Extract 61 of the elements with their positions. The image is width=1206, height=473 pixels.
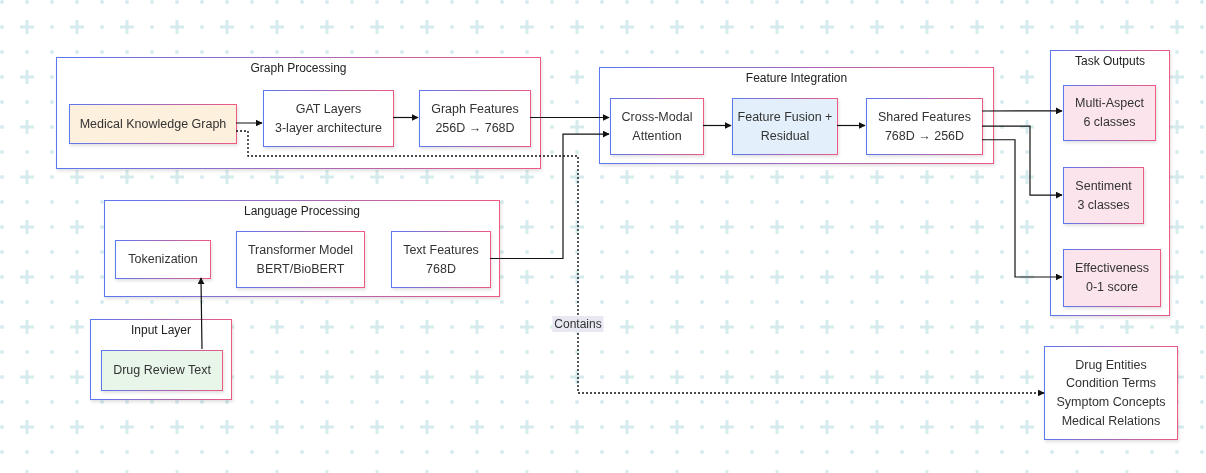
- node-text: Shared Features: [877, 108, 972, 126]
- process-box: [1063, 85, 1156, 141]
- node-text: Medical Relations: [1061, 412, 1161, 430]
- node-text: Effectiveness: [1074, 260, 1150, 278]
- arrow: [981, 125, 1063, 199]
- arrow: [836, 122, 866, 129]
- node-text: Text Features: [403, 241, 479, 259]
- node-text: Sentiment: [1075, 177, 1132, 195]
- node-text: Drug Review Text: [113, 362, 211, 380]
- group-panel: [599, 67, 994, 164]
- node-text: Multi-Aspect: [1075, 95, 1144, 113]
- dotted-arrow: [235, 130, 1045, 397]
- process-box: [391, 231, 491, 288]
- arrow: [981, 139, 1063, 281]
- node-text: 768D: [426, 260, 456, 278]
- node-text: Cross-Modal Attention: [620, 108, 694, 145]
- process-box: [732, 98, 838, 155]
- node-text: 6 classes: [1083, 114, 1136, 131]
- group-panel: [90, 319, 232, 400]
- arrow: [489, 130, 610, 260]
- group-title: Task Outputs: [1075, 54, 1145, 68]
- group-panel: [104, 200, 500, 297]
- node-text: Transformer Model: [247, 241, 354, 259]
- arrow: [529, 114, 610, 121]
- process-box: [1044, 346, 1178, 440]
- edge-label: Contains: [552, 316, 604, 332]
- node-text: Feature Fusion + Residual: [737, 108, 833, 145]
- process-box: [236, 231, 365, 288]
- node-text: Tokenization: [128, 251, 198, 269]
- process-box: [263, 90, 394, 147]
- process-box: [866, 98, 983, 155]
- node-text: 768D → 256D: [884, 127, 965, 145]
- node-text: Drug Entities: [1075, 356, 1147, 374]
- process-box: [610, 98, 704, 155]
- arrow: [392, 114, 419, 121]
- group-title: Graph Processing: [250, 61, 347, 75]
- node-text: Condition Terms: [1065, 375, 1157, 393]
- arrow: [981, 107, 1063, 115]
- arrow: [197, 277, 205, 350]
- node-text: 256D → 768D: [435, 119, 515, 137]
- process-box: [1063, 167, 1144, 224]
- arrow: [702, 122, 732, 129]
- node-text: Symptom Concepts: [1056, 394, 1166, 411]
- node-text: 3 classes: [1077, 196, 1130, 214]
- process-box: [115, 240, 211, 279]
- node-text: GAT Layers: [295, 100, 362, 118]
- group-panel: [56, 57, 541, 169]
- group-title: Language Processing: [243, 204, 361, 218]
- node-text: BERT/BioBERT: [256, 260, 345, 278]
- group-title: Input Layer: [130, 323, 191, 337]
- process-box: [69, 104, 237, 144]
- process-box: [1063, 249, 1161, 307]
- node-text: Graph Features: [431, 100, 519, 118]
- process-box: [101, 350, 223, 391]
- arrow: [235, 119, 263, 127]
- process-box: [419, 90, 531, 147]
- node-text: Medical Knowledge Graph: [79, 115, 227, 133]
- node-text: 0-1 score: [1085, 279, 1139, 296]
- group-panel: [1050, 50, 1170, 316]
- group-title: Feature Integration: [745, 71, 848, 85]
- node-text: 3-layer architecture: [275, 119, 382, 137]
